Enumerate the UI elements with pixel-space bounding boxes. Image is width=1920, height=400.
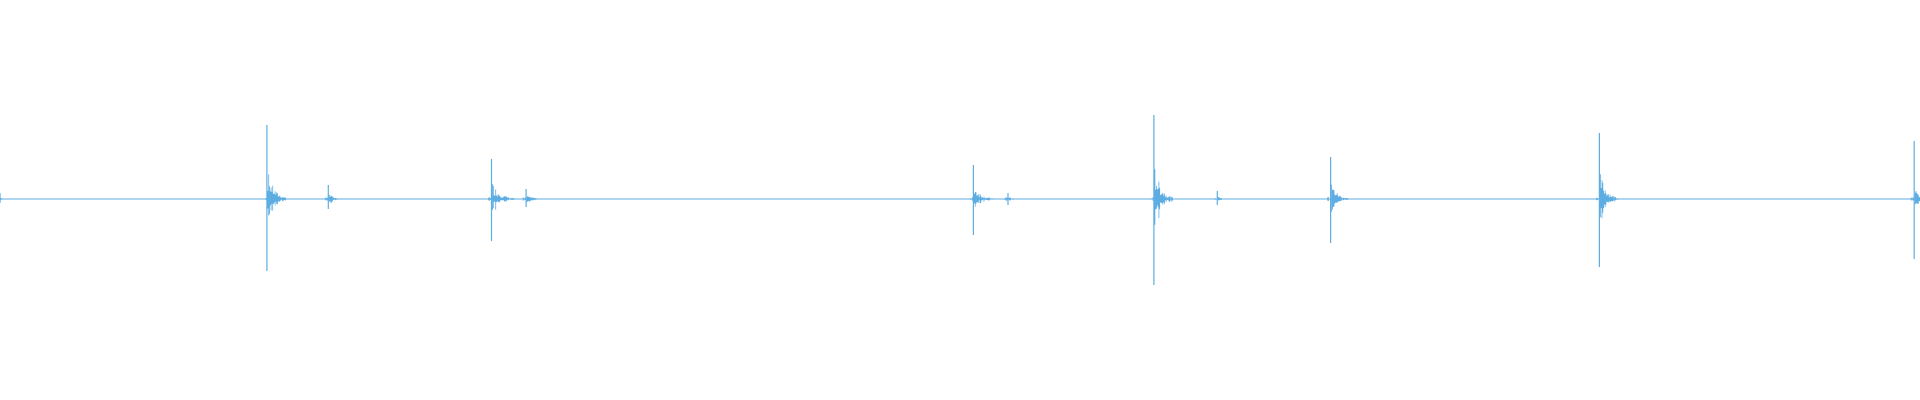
waveform-transient xyxy=(324,185,344,209)
waveform-transient xyxy=(522,189,546,207)
transient-decay xyxy=(263,174,286,216)
waveform-transient xyxy=(1004,193,1020,205)
transient-decay xyxy=(1327,184,1348,212)
transient-decay xyxy=(1150,169,1173,225)
waveform-transient xyxy=(970,165,993,235)
transient-decay xyxy=(522,195,546,202)
transient-decay xyxy=(1004,197,1020,201)
transient-decay xyxy=(0,197,8,201)
waveform-transient xyxy=(1150,115,1173,285)
waveform-transient xyxy=(488,159,515,241)
waveform-transient xyxy=(1213,191,1230,205)
waveform-transient xyxy=(1910,141,1920,259)
transient-decay xyxy=(324,194,344,203)
transient-decay xyxy=(1596,174,1619,219)
waveform-transient xyxy=(263,125,286,271)
waveform-transient xyxy=(1596,133,1619,267)
transient-decay xyxy=(970,191,993,207)
transient-decay xyxy=(1910,190,1920,205)
waveform-transient xyxy=(1327,157,1348,243)
transient-decay xyxy=(1213,197,1230,201)
waveform-transients xyxy=(0,115,1920,285)
waveform-transient xyxy=(0,193,8,203)
transient-decay xyxy=(488,184,515,210)
